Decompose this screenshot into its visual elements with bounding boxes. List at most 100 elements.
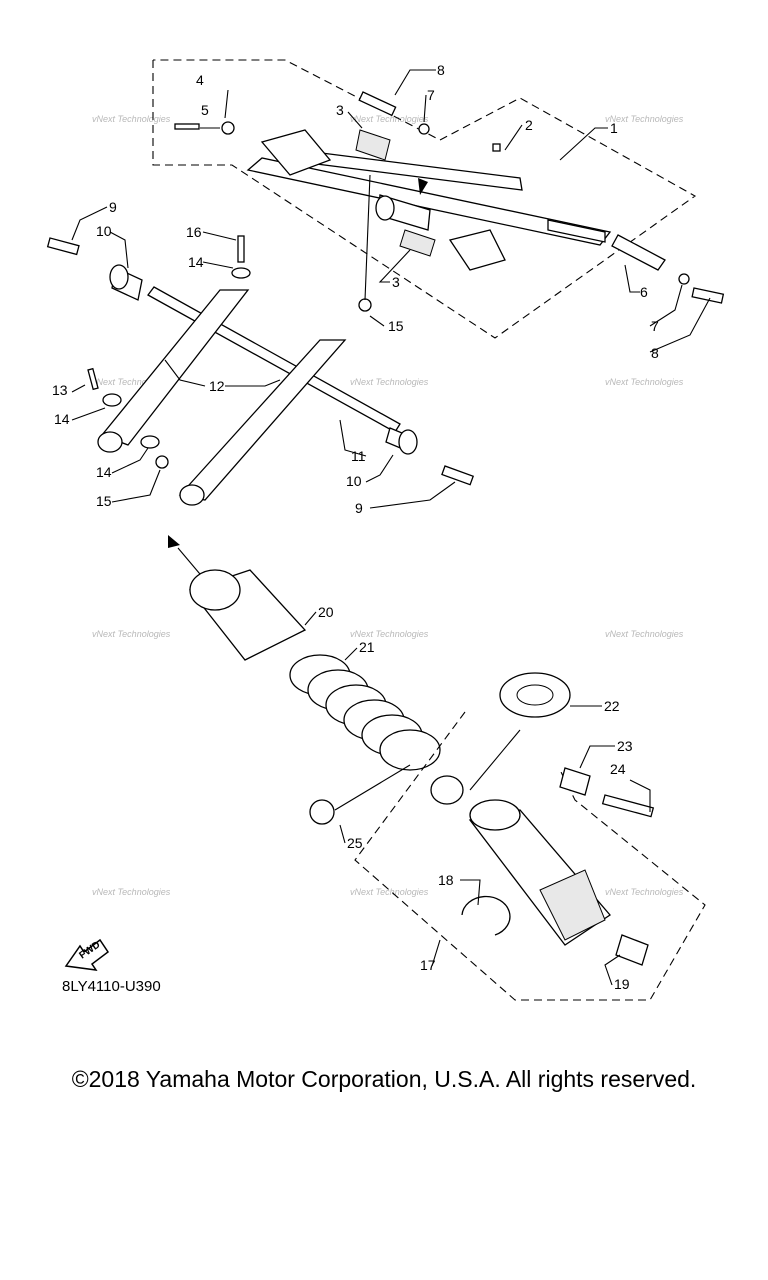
callout-22: 22 xyxy=(604,698,620,714)
pad-lower xyxy=(399,229,436,257)
washer-14-a xyxy=(102,393,122,407)
watermark: vNext Technologies xyxy=(92,629,171,639)
leader xyxy=(224,89,229,119)
circlip xyxy=(461,895,511,936)
link-arm-assembly xyxy=(46,235,475,506)
watermark: vNext Technologies xyxy=(350,629,429,639)
washer-14-b xyxy=(140,435,160,449)
watermarks: vNext Technologies vNext Technologies vN… xyxy=(92,114,684,897)
callout-14: 14 xyxy=(188,254,204,270)
leader xyxy=(469,729,521,791)
callout-17: 17 xyxy=(420,957,436,973)
bolt-lower xyxy=(691,287,725,304)
copyright-notice: ©2018 Yamaha Motor Corporation, U.S.A. A… xyxy=(71,1066,697,1092)
callout-7: 7 xyxy=(651,318,659,334)
bolt-24 xyxy=(601,794,655,818)
callout-2: 2 xyxy=(525,117,533,133)
watermark: vNext Technologies xyxy=(605,629,684,639)
pad-upper xyxy=(355,129,391,161)
bump-stop-top xyxy=(189,569,241,611)
parts-diagram: vNext Technologies vNext Technologies vN… xyxy=(46,59,725,1001)
callout-11: 11 xyxy=(351,448,366,464)
callout-14: 14 xyxy=(96,464,112,480)
collar-left-bore xyxy=(109,264,129,290)
callout-14: 14 xyxy=(54,411,70,427)
washer-upper xyxy=(418,123,430,135)
callout-18: 18 xyxy=(438,872,454,888)
fwd-arrow-icon: FWD xyxy=(64,938,110,971)
watermark: vNext Technologies xyxy=(605,377,684,387)
group-outline-17 xyxy=(354,711,706,1001)
callout-5: 5 xyxy=(201,102,209,118)
watermark: vNext Technologies xyxy=(605,114,684,124)
shock-absorber-assembly xyxy=(168,535,706,1001)
adjuster-ring xyxy=(539,869,606,941)
link-eye-right xyxy=(179,484,205,506)
callout-19: 19 xyxy=(614,976,630,992)
callout-7: 7 xyxy=(427,87,435,103)
callout-20: 20 xyxy=(318,604,334,620)
callout-24: 24 xyxy=(610,761,626,777)
arm-cross-tube xyxy=(246,157,612,246)
leader xyxy=(364,174,371,301)
nut-small xyxy=(492,143,501,152)
callout-8: 8 xyxy=(437,62,445,78)
callout-9: 9 xyxy=(109,199,117,215)
callout-25: 25 xyxy=(347,835,363,851)
coil-spring xyxy=(289,654,441,771)
callout-3: 3 xyxy=(392,274,400,290)
spring-seat-bore xyxy=(516,684,554,706)
nut-lower xyxy=(358,298,372,312)
bolt-13 xyxy=(87,367,99,391)
nut-15 xyxy=(155,455,169,469)
bolt-link-right xyxy=(441,465,475,486)
nut-25 xyxy=(309,799,335,825)
bolt-upper xyxy=(358,91,397,117)
callout-23: 23 xyxy=(617,738,633,754)
clip xyxy=(221,121,235,135)
callout-leaders xyxy=(71,69,711,986)
group-outline-1 xyxy=(152,59,697,339)
arm-left-mount xyxy=(260,129,332,176)
arm-tube-end xyxy=(547,219,606,243)
pointer-triangle xyxy=(168,535,180,548)
callout-12: 12 xyxy=(209,378,225,394)
washer-16 xyxy=(231,267,251,279)
leader xyxy=(334,764,411,811)
callout-15: 15 xyxy=(388,318,404,334)
pivot-bore xyxy=(375,195,395,221)
watermark: vNext Technologies xyxy=(605,887,684,897)
bushing-19 xyxy=(615,934,649,966)
callout-8: 8 xyxy=(651,345,659,361)
watermark: vNext Technologies xyxy=(350,887,429,897)
callout-13: 13 xyxy=(52,382,68,398)
washer-lower xyxy=(678,273,690,285)
link-eye-left xyxy=(97,431,123,453)
top-mount xyxy=(430,775,464,805)
watermark: vNext Technologies xyxy=(350,377,429,387)
callouts: 1 2 3 3 4 5 6 7 7 8 8 9 9 10 10 11 12 13… xyxy=(52,62,659,992)
callout-15: 15 xyxy=(96,493,112,509)
callout-16: 16 xyxy=(186,224,202,240)
axle-shaft xyxy=(611,234,666,271)
callout-10: 10 xyxy=(346,473,362,489)
bolt-link-left xyxy=(46,237,80,256)
callout-6: 6 xyxy=(640,284,648,300)
callout-10: 10 xyxy=(96,223,112,239)
shock-top xyxy=(469,799,521,831)
callout-1: 1 xyxy=(610,120,618,136)
callout-4: 4 xyxy=(196,72,204,88)
link-plate-left xyxy=(100,289,250,446)
pin xyxy=(174,123,200,130)
bolt-16 xyxy=(237,235,245,263)
callout-9: 9 xyxy=(355,500,363,516)
pointer-triangle xyxy=(418,178,428,195)
callout-3: 3 xyxy=(336,102,344,118)
link-plate-right xyxy=(178,339,347,501)
diagram-code: 8LY4110-U390 xyxy=(62,978,161,995)
watermark: vNext Technologies xyxy=(350,114,429,124)
collar-right-bore xyxy=(398,429,418,455)
watermark: vNext Technologies xyxy=(92,887,171,897)
callout-21: 21 xyxy=(359,639,375,655)
collar-23 xyxy=(559,767,591,796)
